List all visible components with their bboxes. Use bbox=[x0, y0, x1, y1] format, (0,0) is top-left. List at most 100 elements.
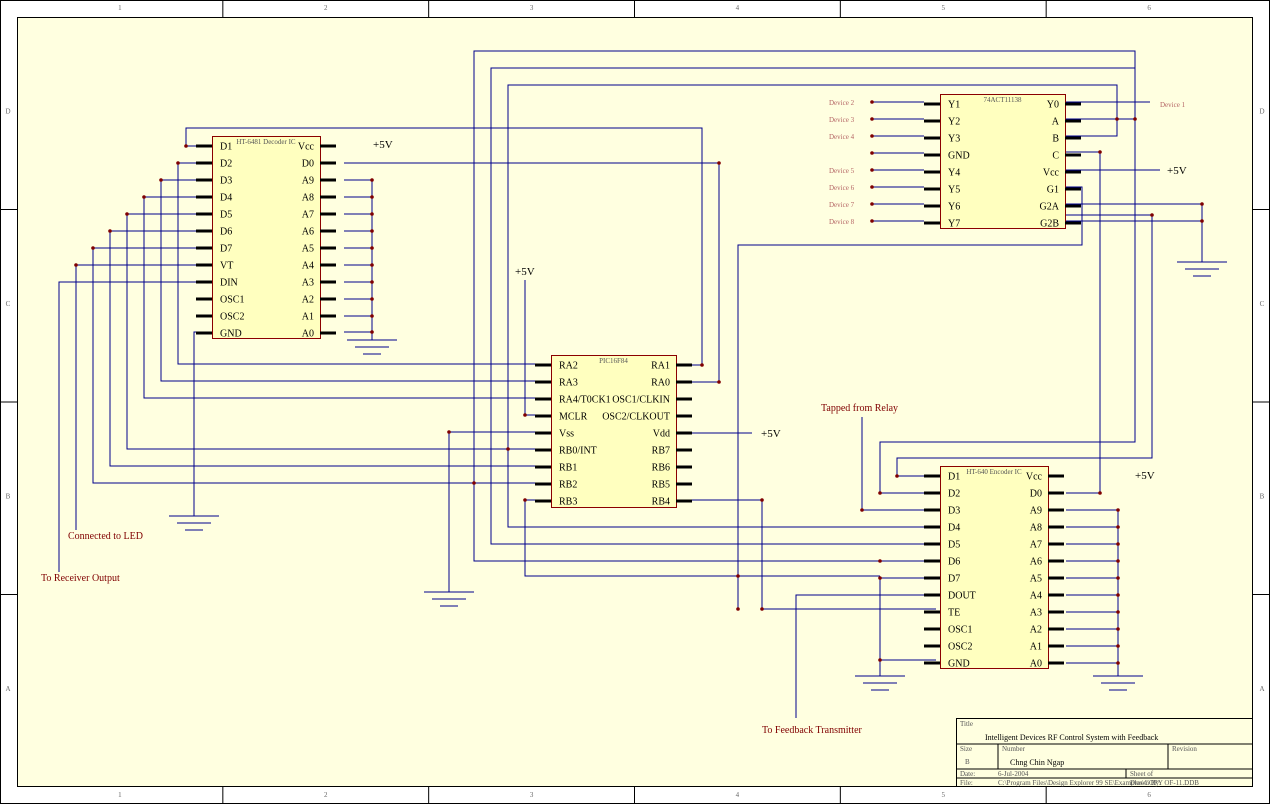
pin-label: A5 bbox=[1030, 574, 1042, 585]
device-label: Device 8 bbox=[829, 218, 855, 226]
pin-label: Vss bbox=[559, 429, 574, 440]
pin-label: B bbox=[1052, 134, 1059, 145]
pin-label: VT bbox=[220, 261, 233, 272]
chip-name: 74ACT11138 bbox=[984, 96, 1022, 104]
pin-label: RB6 bbox=[652, 463, 670, 474]
annotation-receiver: To Receiver Output bbox=[41, 573, 120, 584]
pin-label: OSC2 bbox=[948, 642, 972, 653]
pin-label: A8 bbox=[302, 193, 314, 204]
pin-label: A9 bbox=[302, 176, 314, 187]
pin-label: OSC1/CLKIN bbox=[612, 395, 670, 406]
pin-label: D2 bbox=[220, 159, 232, 170]
pin-label: D1 bbox=[220, 142, 232, 153]
pin-label: Vcc bbox=[1026, 472, 1043, 483]
pin-label: RA2 bbox=[559, 361, 578, 372]
zone-col-label: 4 bbox=[736, 4, 740, 12]
power-label-mclr: +5V bbox=[515, 266, 535, 278]
pin-label: Y7 bbox=[948, 219, 960, 230]
zone-col-label: 3 bbox=[530, 791, 534, 799]
pin-label: A6 bbox=[302, 227, 314, 238]
zone-row-label: C bbox=[6, 300, 11, 308]
zone-col-label: 5 bbox=[942, 4, 946, 12]
zone-col-label: 1 bbox=[118, 4, 122, 12]
device-label: Device 7 bbox=[829, 201, 855, 209]
pin-label: GND bbox=[220, 329, 242, 340]
pin-label: RA0 bbox=[651, 378, 670, 389]
pin-label: G1 bbox=[1047, 185, 1059, 196]
pin-label: Y3 bbox=[948, 134, 960, 145]
pin-label: Vcc bbox=[1043, 168, 1060, 179]
pin-label: Y0 bbox=[1047, 100, 1059, 111]
revision-label: Revision bbox=[1172, 745, 1197, 753]
zone-row-label: A bbox=[1259, 685, 1264, 693]
pin-label: A4 bbox=[1030, 591, 1042, 602]
pin-label: A1 bbox=[302, 312, 314, 323]
pin-label: A0 bbox=[1030, 659, 1042, 670]
zone-row-label: B bbox=[6, 492, 11, 500]
pin-label: A5 bbox=[302, 244, 314, 255]
number-label: Number bbox=[1002, 745, 1026, 753]
sheet-label: Sheet of bbox=[1130, 770, 1154, 778]
pin-label: Y6 bbox=[948, 202, 960, 213]
pin-label: A6 bbox=[1030, 557, 1042, 568]
zone-col-label: 6 bbox=[1147, 791, 1151, 799]
title-label: Title bbox=[960, 720, 973, 728]
pin-label: G2B bbox=[1040, 219, 1059, 230]
zone-row-label: C bbox=[1260, 300, 1265, 308]
zone-col-label: 6 bbox=[1147, 4, 1151, 12]
zone-row-label: B bbox=[1260, 492, 1265, 500]
pin-label: MCLR bbox=[559, 412, 588, 423]
wire-junctions bbox=[74, 117, 1204, 665]
pin-label: A3 bbox=[1030, 608, 1042, 619]
pin-label: A4 bbox=[302, 261, 314, 272]
power-label-decoder: +5V bbox=[373, 139, 393, 151]
pin-label: Y1 bbox=[948, 100, 960, 111]
zone-row-label: D bbox=[5, 107, 10, 115]
size-label: Size bbox=[960, 745, 972, 753]
chip-name: HT-6481 Decoder IC bbox=[236, 138, 296, 146]
pin-label: Y2 bbox=[948, 117, 960, 128]
pin-label: RB0/INT bbox=[559, 446, 597, 457]
zone-row-label: D bbox=[1259, 107, 1264, 115]
pin-label: GND bbox=[948, 151, 970, 162]
zone-col-label: 5 bbox=[942, 791, 946, 799]
pin-label: D4 bbox=[948, 523, 960, 534]
title-block: Title Intelligent Devices RF Control Sys… bbox=[956, 718, 1253, 787]
pin-label: A7 bbox=[302, 210, 314, 221]
power-label-encoder: +5V bbox=[1135, 470, 1155, 482]
pin-label: GND bbox=[948, 659, 970, 670]
pin-label: Vdd bbox=[653, 429, 670, 440]
pin-label: D2 bbox=[948, 489, 960, 500]
device-label: Device 6 bbox=[829, 184, 855, 192]
file-value: C:\Program Files\Design Explorer 99 SE\E… bbox=[998, 779, 1199, 787]
pin-label: Vcc bbox=[298, 142, 315, 153]
pin-label: DOUT bbox=[948, 591, 976, 602]
pin-label: G2A bbox=[1040, 202, 1060, 213]
pin-label: A7 bbox=[1030, 540, 1042, 551]
drawn-by-label: Drawn By: bbox=[1130, 779, 1161, 787]
pin-label: A8 bbox=[1030, 523, 1042, 534]
pin-label: A9 bbox=[1030, 506, 1042, 517]
zone-col-label: 4 bbox=[736, 791, 740, 799]
pin-label: A bbox=[1052, 117, 1060, 128]
pin-label: RB7 bbox=[652, 446, 670, 457]
pin-label: D3 bbox=[220, 176, 232, 187]
pin-label: A0 bbox=[302, 329, 314, 340]
pin-label: C bbox=[1052, 151, 1059, 162]
number-value: Chng Chin Ngap bbox=[1010, 758, 1064, 767]
pin-label: TE bbox=[948, 608, 960, 619]
device-label-1: Device 1 bbox=[1160, 101, 1186, 109]
pin-label: D1 bbox=[948, 472, 960, 483]
pin-label: Y5 bbox=[948, 185, 960, 196]
pin-label: RA1 bbox=[651, 361, 670, 372]
pin-label: RB2 bbox=[559, 480, 577, 491]
ground-symbols bbox=[169, 261, 1227, 691]
pin-label: A2 bbox=[1030, 625, 1042, 636]
device-label: Device 5 bbox=[829, 167, 855, 175]
device-label: Device 4 bbox=[829, 133, 855, 141]
